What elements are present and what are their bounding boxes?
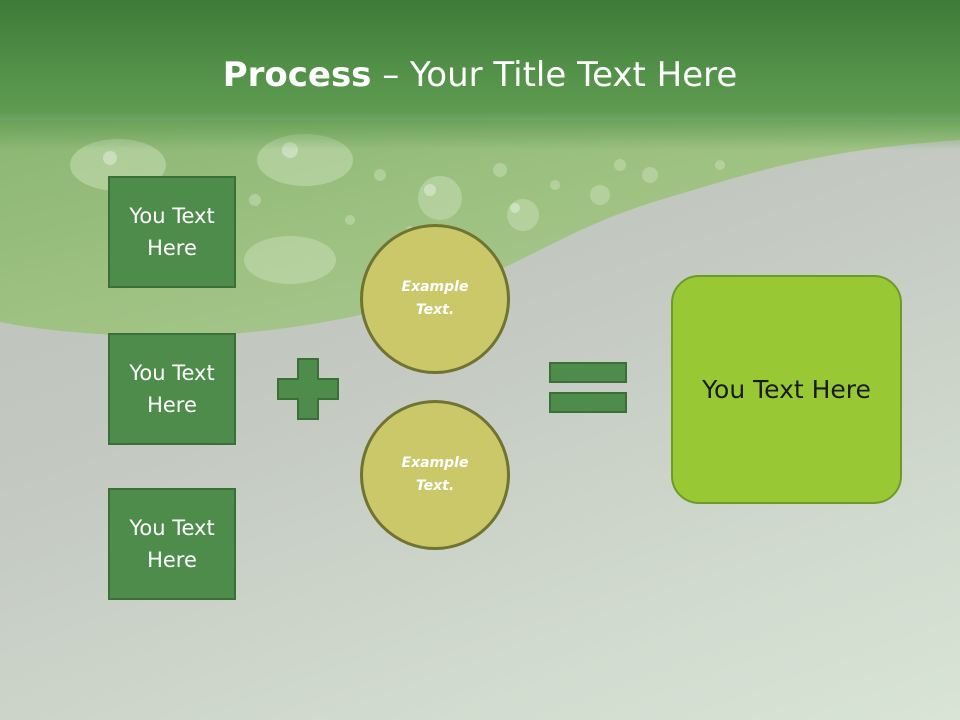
result-box[interactable]: You Text Here — [671, 275, 902, 504]
input-box-2[interactable]: You Text Here — [108, 333, 236, 445]
equals-icon — [549, 362, 627, 413]
example-circle-1-label: Example Text. — [401, 279, 469, 318]
slide-title: Process – Your Title Text Here — [0, 50, 960, 100]
example-circle-2[interactable]: Example Text. — [360, 400, 510, 550]
input-box-1[interactable]: You Text Here — [108, 176, 236, 288]
input-box-3[interactable]: You Text Here — [108, 488, 236, 600]
input-box-3-label: You Text Here — [129, 516, 215, 572]
result-box-label: You Text Here — [702, 374, 871, 404]
plus-icon — [277, 358, 339, 420]
example-circle-1[interactable]: Example Text. — [360, 224, 510, 374]
title-band — [0, 0, 960, 150]
example-circle-2-label: Example Text. — [401, 455, 469, 494]
input-box-2-label: You Text Here — [129, 361, 215, 417]
input-box-1-label: You Text Here — [129, 204, 215, 260]
title-rest-text: – Your Title Text Here — [371, 55, 738, 95]
title-bold-text: Process — [222, 55, 372, 95]
